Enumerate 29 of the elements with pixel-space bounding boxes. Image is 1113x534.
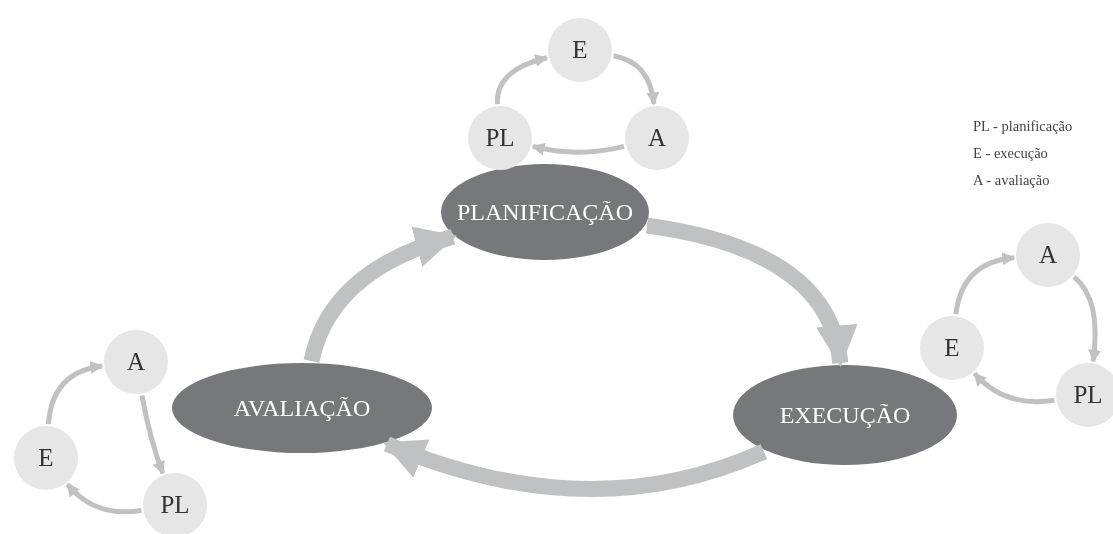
- arrow: [531, 142, 625, 156]
- arrow: [303, 227, 457, 364]
- phase-label: PLANIFICAÇÃO: [457, 198, 633, 226]
- legend-note: PL - planificação: [973, 118, 1073, 135]
- arrow: [495, 54, 549, 105]
- step-label: A: [1038, 241, 1058, 269]
- phase-label: AVALIAÇÃO: [233, 394, 371, 422]
- step-label: A: [647, 124, 667, 152]
- arrow: [139, 395, 166, 475]
- arrow: [45, 361, 104, 425]
- arrow: [645, 217, 855, 368]
- legend-note: A - avaliação: [973, 172, 1050, 189]
- step-label: PL: [160, 491, 190, 519]
- step-circle: [920, 316, 984, 380]
- arrow: [383, 436, 767, 497]
- arrow: [1072, 274, 1101, 363]
- step-label: E: [944, 334, 960, 362]
- step-circle: [1056, 363, 1113, 427]
- arrow: [612, 53, 659, 106]
- step-label: A: [126, 348, 146, 376]
- arrow: [953, 252, 1016, 315]
- arrow: [972, 371, 1055, 405]
- step-label: E: [572, 36, 588, 64]
- step-label: PL: [1073, 381, 1103, 409]
- arrow: [65, 482, 142, 515]
- step-label: E: [38, 444, 54, 472]
- legend-note: E - execução: [973, 145, 1048, 162]
- phase-label: EXECUÇÃO: [779, 401, 911, 429]
- step-label: PL: [485, 124, 515, 152]
